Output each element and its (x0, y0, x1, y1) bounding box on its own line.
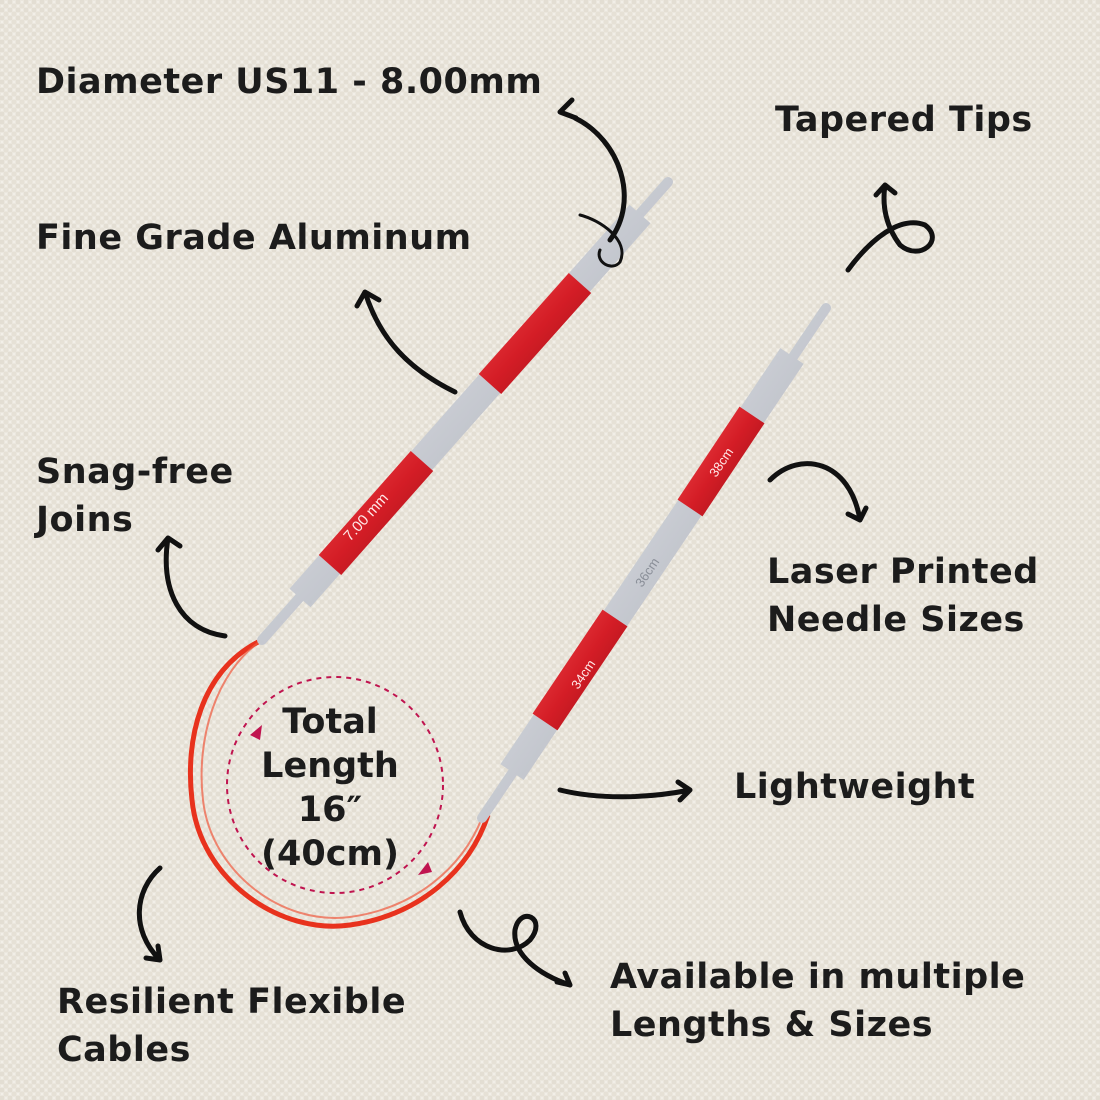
cables-arrow (136, 865, 163, 963)
right-needle (477, 303, 831, 823)
availability-arrow (457, 909, 573, 988)
total-length-label: Total Length 16″ (40cm) (261, 702, 399, 874)
laser-printed-label: Laser Printed Needle Sizes (767, 552, 1039, 640)
tips-arrow (845, 182, 935, 273)
flexible-cable (187, 637, 491, 929)
cables-label: Resilient Flexible Cables (57, 982, 407, 1070)
availability-label: Available in multiple Lengths & Sizes (610, 957, 1026, 1045)
snag-free-joins-label: Snag-free Joins (36, 452, 234, 540)
material-label: Fine Grade Aluminum (36, 218, 472, 258)
dashed-arrow-head-top (250, 725, 262, 740)
lightweight-label: Lightweight (734, 767, 976, 807)
length-dashed-circle (226, 676, 444, 894)
dashed-arrow-head-bottom (418, 862, 432, 875)
weight-arrow (557, 779, 693, 803)
diameter-arrow (557, 97, 627, 243)
tapered-tips-label: Tapered Tips (775, 100, 1033, 140)
sizes-arrow (767, 461, 869, 523)
joins-arrow (155, 535, 228, 639)
diameter-label: Diameter US11 - 8.00mm (36, 62, 543, 102)
material-arrow (354, 289, 458, 395)
